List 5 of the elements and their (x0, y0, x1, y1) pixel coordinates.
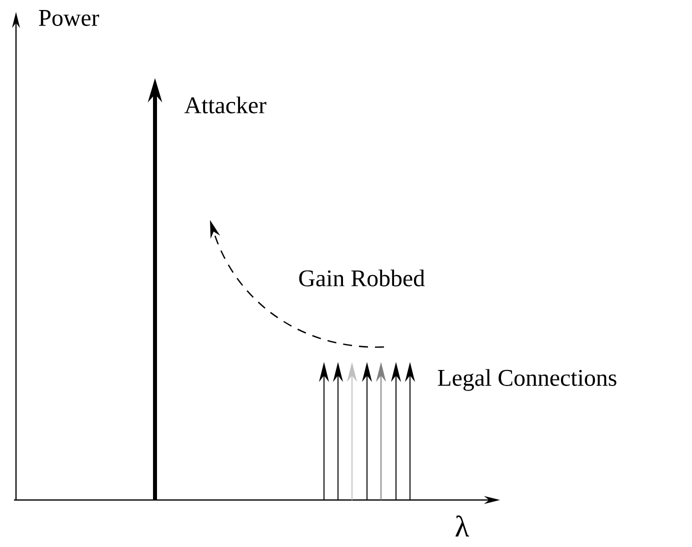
line-label: Legal Connections (438, 369, 616, 391)
line-label: Attacker (184, 96, 266, 114)
axis-label: Power (38, 10, 100, 26)
annotation-label: Gain Robbed (299, 270, 425, 286)
axis-label: λ (456, 515, 470, 537)
